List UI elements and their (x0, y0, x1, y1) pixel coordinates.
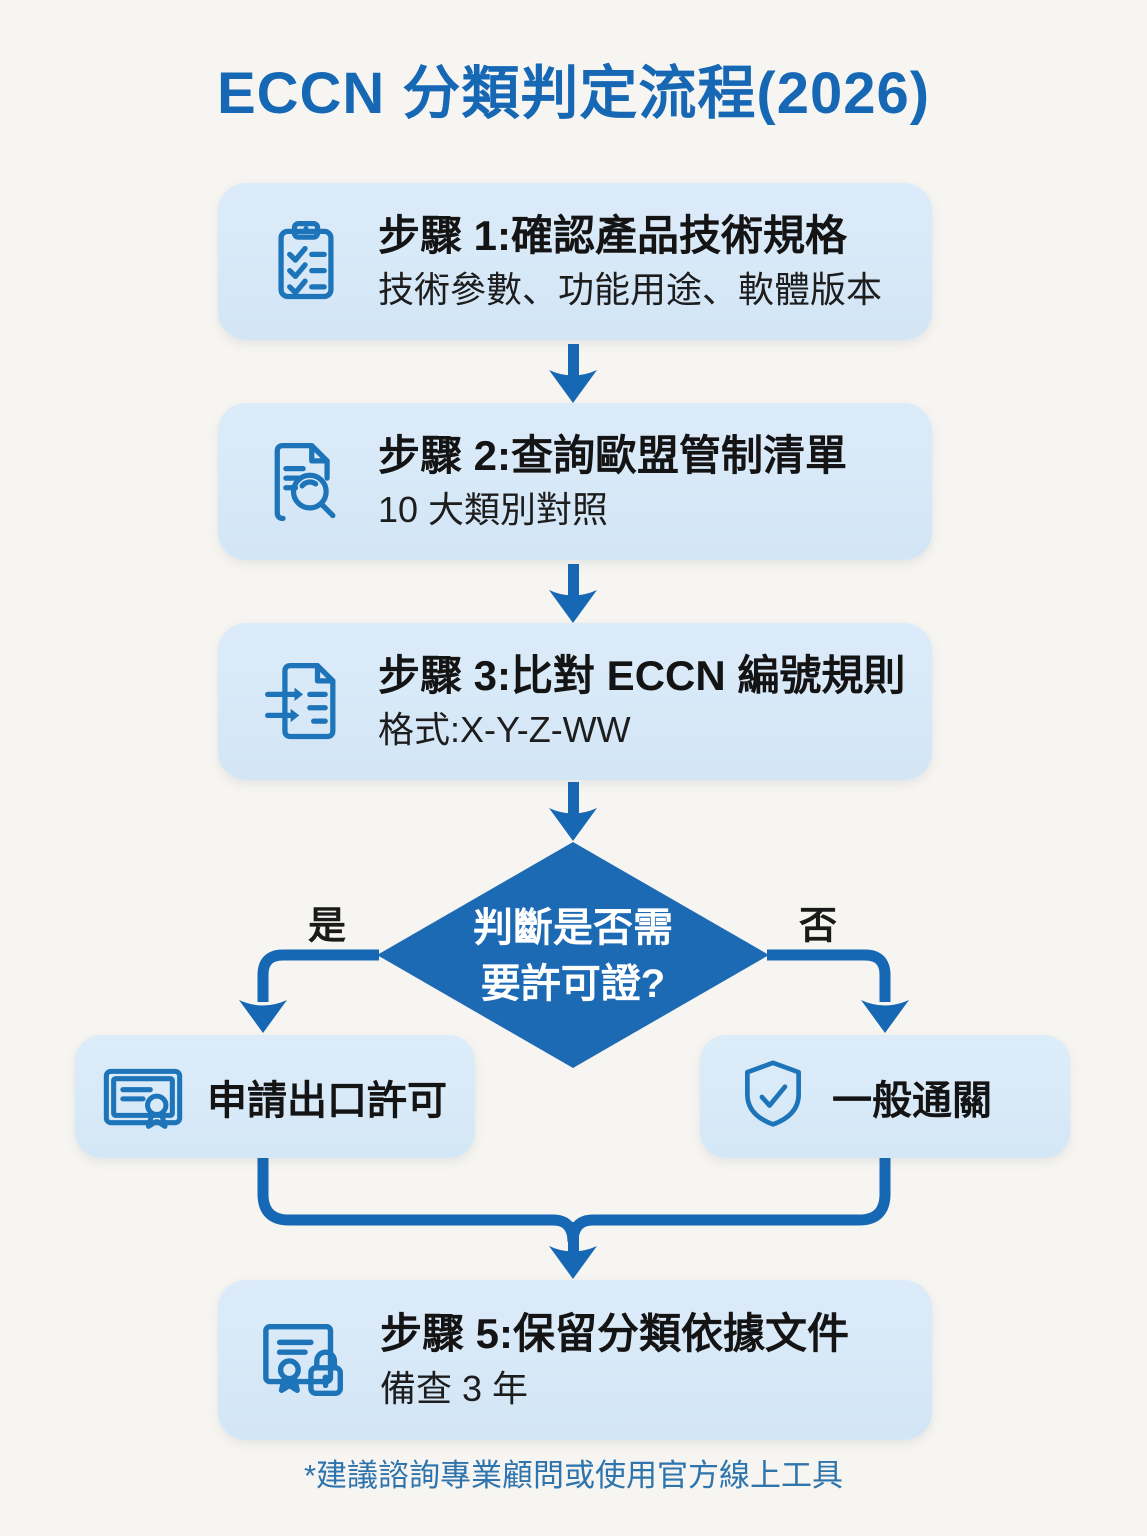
branch-no-label: 否 (798, 905, 838, 948)
clipboard-checklist-icon (278, 220, 334, 299)
certificate-lock-icon (263, 1324, 343, 1396)
step5-subtitle: 備查 3 年 (380, 1367, 529, 1409)
step3-title: 步驟 3:比對 ECCN 編號規則 (378, 651, 906, 699)
decision-question-line1: 判斷是否需 (473, 906, 673, 950)
page-title: ECCN 分類判定流程(2026) (216, 61, 931, 126)
step1-box: 步驟 1:確認產品技術規格 技術參數、功能用途、軟體版本 (218, 183, 932, 340)
arrow-step2-to-step3 (549, 564, 597, 623)
step2-subtitle: 10 大類別對照 (378, 489, 609, 531)
apply-export-license-box: 申請出口許可 (75, 1035, 475, 1158)
footnote: *建議諮詢專業顧問或使用官方線上工具 (303, 1458, 844, 1493)
apply-export-license-label: 申請出口許可 (207, 1078, 447, 1123)
step5-box: 步驟 5:保留分類依據文件 備查 3 年 (218, 1280, 932, 1440)
decision-diamond (377, 842, 769, 1068)
decision-question-line2: 要許可證? (480, 962, 666, 1006)
step5-title: 步驟 5:保留分類依據文件 (380, 1310, 850, 1358)
decision-question: 判斷是否需 要許可證? (413, 900, 733, 1012)
arrow-step3-to-decision (549, 782, 597, 841)
branch-yes-label: 是 (307, 905, 347, 948)
general-customs-label: 一般通關 (832, 1078, 992, 1123)
document-search-icon (274, 442, 336, 521)
general-customs-box: 一般通關 (700, 1035, 1070, 1158)
branch-yes-connector (239, 949, 379, 1033)
step1-subtitle: 技術參數、功能用途、軟體版本 (378, 269, 883, 311)
certificate-icon (103, 1068, 183, 1129)
merge-connector (257, 1158, 891, 1279)
step2-box: 步驟 2:查詢歐盟管制清單 10 大類別對照 (218, 403, 932, 560)
step3-subtitle: 格式:X-Y-Z-WW (378, 709, 631, 751)
arrow-step1-to-step2 (549, 344, 597, 403)
step1-title: 步驟 1:確認產品技術規格 (378, 211, 848, 259)
branch-no-connector (767, 949, 909, 1033)
document-compare-icon (265, 662, 336, 739)
shield-check-icon (745, 1059, 801, 1127)
step3-box: 步驟 3:比對 ECCN 編號規則 格式:X-Y-Z-WW (218, 623, 932, 780)
step2-title: 步驟 2:查詢歐盟管制清單 (378, 431, 848, 479)
